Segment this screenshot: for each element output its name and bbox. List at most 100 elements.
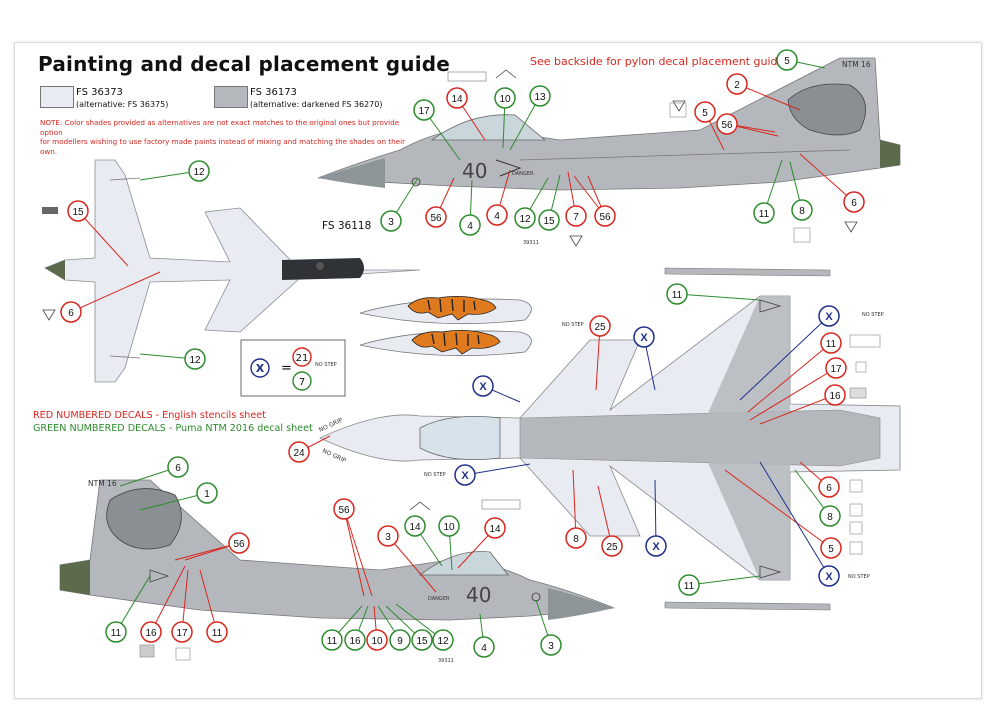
bottom-no-step-1: NO STEP — [562, 322, 584, 328]
callout-leader-line — [70, 271, 161, 313]
decal-callout-8: 8 — [565, 527, 587, 549]
decal-callout-4: 4 — [473, 636, 495, 658]
bottom-no-step-3: NO STEP — [848, 574, 870, 580]
decal-callout-12: 12 — [514, 207, 536, 229]
svg-text:4: 4 — [494, 211, 500, 222]
decal-callout-11: 11 — [206, 621, 228, 643]
x-equals-sign: = — [281, 361, 292, 376]
svg-text:X: X — [640, 332, 648, 344]
decal-callout-5: 5 — [776, 49, 798, 71]
svg-text:1: 1 — [204, 489, 210, 500]
decal-callout-3: 3 — [380, 210, 402, 232]
bottom-no-step-2: NO STEP — [424, 472, 446, 478]
decal-callout-25: 25 — [601, 535, 623, 557]
svg-text:X: X — [479, 381, 487, 393]
svg-text:6: 6 — [175, 463, 181, 474]
svg-text:8: 8 — [799, 206, 805, 217]
decal-callout-11: 11 — [321, 629, 343, 651]
decal-callout-8: 8 — [791, 199, 813, 221]
svg-text:11: 11 — [327, 636, 338, 647]
svg-text:15: 15 — [416, 636, 428, 647]
decal-callout-x: X — [818, 565, 840, 587]
svg-text:16: 16 — [829, 391, 841, 402]
decal-callout-x: X — [472, 375, 494, 397]
svg-text:14: 14 — [489, 524, 501, 535]
callout-leader-line — [343, 508, 373, 597]
svg-text:X: X — [652, 541, 660, 553]
svg-text:9: 9 — [397, 636, 403, 647]
callout-leader-line — [759, 394, 836, 425]
svg-text:5: 5 — [702, 108, 708, 119]
callout-leader-line — [654, 479, 657, 547]
svg-text:25: 25 — [606, 542, 618, 553]
left-side-number: 40 — [466, 583, 491, 607]
left-serial: 39311 — [438, 658, 454, 664]
svg-text:4: 4 — [467, 221, 473, 232]
svg-text:11: 11 — [672, 290, 683, 301]
decal-callout-x: X — [645, 535, 667, 557]
bottom-view-aircraft: NO STEP NO STEP NO STEP NO STEP NO GRIP … — [318, 267, 901, 611]
callout-leader-line — [77, 210, 129, 267]
decal-callout-17: 17 — [413, 99, 435, 121]
svg-text:15: 15 — [543, 216, 555, 227]
decal-callout-12: 12 — [188, 160, 210, 182]
decal-callout-24: 24 — [288, 441, 310, 463]
decal-callout-56: 56 — [425, 206, 447, 228]
x-component-red: 21 — [296, 353, 309, 364]
svg-text:7: 7 — [573, 212, 579, 223]
svg-text:11: 11 — [111, 628, 122, 639]
svg-text:56: 56 — [721, 120, 733, 131]
decal-callout-56: 56 — [333, 498, 355, 520]
x-legend-no-step: NO STEP — [315, 362, 337, 368]
decal-callout-7: 7 — [565, 205, 587, 227]
svg-text:12: 12 — [189, 355, 201, 366]
svg-text:56: 56 — [430, 213, 442, 224]
right-side-number: 40 — [462, 159, 487, 183]
left-tail-code: NTM 16 — [88, 479, 117, 488]
svg-text:X: X — [825, 311, 833, 323]
svg-text:12: 12 — [437, 636, 449, 647]
svg-text:3: 3 — [385, 532, 391, 543]
svg-text:14: 14 — [409, 522, 421, 533]
decal-callout-56: 56 — [594, 205, 616, 227]
right-danger-label: DANGER — [512, 171, 534, 177]
x-legend-marker: X — [256, 362, 265, 375]
decal-callout-3: 3 — [377, 525, 399, 547]
svg-text:13: 13 — [534, 92, 546, 103]
decal-callout-11: 11 — [666, 283, 688, 305]
decal-callout-15: 15 — [538, 209, 560, 231]
callout-leader-line — [749, 367, 837, 421]
decal-callout-1: 1 — [196, 482, 218, 504]
decal-callout-11: 11 — [820, 332, 842, 354]
svg-text:17: 17 — [830, 364, 842, 375]
svg-text:12: 12 — [193, 167, 205, 178]
callout-leader-line — [464, 463, 531, 476]
svg-text:12: 12 — [519, 214, 531, 225]
decal-callout-6: 6 — [60, 301, 82, 323]
svg-text:3: 3 — [548, 641, 554, 652]
decal-callout-10: 10 — [494, 87, 516, 109]
decal-callout-2: 2 — [726, 73, 748, 95]
callout-leader-line — [799, 153, 855, 203]
callout-leader-line — [739, 315, 830, 401]
decal-callout-17: 17 — [171, 621, 193, 643]
decal-callout-11: 11 — [105, 621, 127, 643]
callout-leader-line — [150, 565, 186, 633]
backside-note: See backside for pylon decal placement g… — [530, 55, 788, 68]
decal-callout-x: X — [633, 326, 655, 348]
decal-callout-4: 4 — [486, 204, 508, 226]
callout-leader-line — [688, 575, 761, 586]
decal-callout-5: 5 — [820, 537, 842, 559]
top-view-aircraft — [42, 159, 421, 383]
svg-text:17: 17 — [418, 106, 430, 117]
svg-text:16: 16 — [349, 636, 361, 647]
decal-callout-14: 14 — [446, 87, 468, 109]
svg-text:56: 56 — [233, 539, 245, 550]
callout-leader-line — [174, 542, 240, 561]
svg-text:10: 10 — [499, 94, 511, 105]
decal-callout-3: 3 — [540, 634, 562, 656]
right-side-view-aircraft: NTM 16 40 DANGER 39311 — [317, 57, 901, 247]
decal-callout-6: 6 — [843, 191, 865, 213]
svg-text:2: 2 — [734, 80, 740, 91]
